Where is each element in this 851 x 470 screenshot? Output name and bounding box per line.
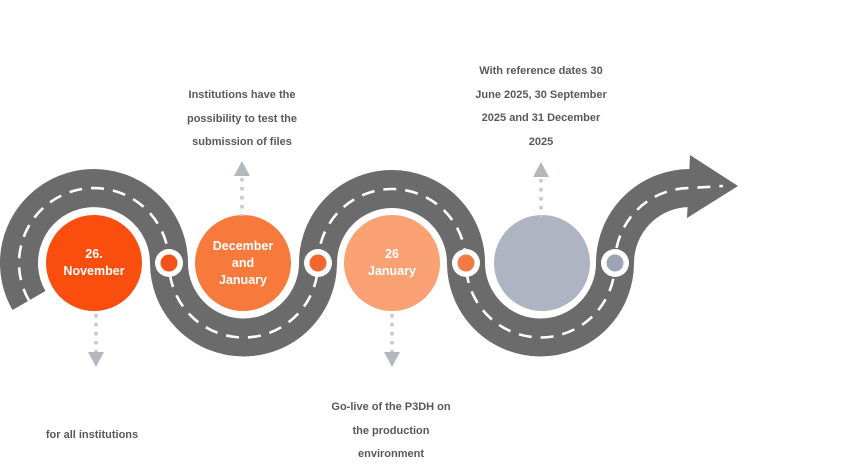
- annotation-for-all-institutions: for all institutions: [45, 429, 139, 441]
- milestone-label: 26. November: [63, 247, 125, 278]
- dotted-arrow-up-icon: [533, 162, 549, 217]
- dotted-arrow-down-icon: [384, 314, 400, 367]
- milestone-circle-reference-dates: [494, 215, 590, 311]
- annotation-reference-dates: With reference dates 30 June 2025, 30 Se…: [475, 65, 607, 148]
- milestone-circle-26-november: 26. November: [46, 215, 142, 311]
- milestone-label: 26 January: [368, 247, 416, 278]
- road-arrowhead-icon: [687, 155, 738, 218]
- dotted-arrow-up-icon: [234, 161, 250, 216]
- road-marker-ring: [452, 249, 480, 277]
- annotation-go-live: Go-live of the P3DH on the production en…: [331, 401, 451, 460]
- road-marker-ring: [601, 249, 629, 277]
- dotted-arrow-down-icon: [88, 314, 104, 367]
- milestone-label: December and January: [212, 238, 274, 287]
- milestone-circle-26-january: 26 January: [344, 215, 440, 311]
- road-marker-dot: [457, 254, 475, 272]
- road-marker-ring: [155, 249, 183, 277]
- road-marker-ring: [304, 249, 332, 277]
- road-marker-dot: [309, 254, 327, 272]
- road-marker-dot: [606, 254, 624, 272]
- milestone-circle-december-january: December and January: [195, 215, 291, 311]
- road-marker-dot: [160, 254, 178, 272]
- annotation-test-submission: Institutions have the possibility to tes…: [186, 89, 298, 148]
